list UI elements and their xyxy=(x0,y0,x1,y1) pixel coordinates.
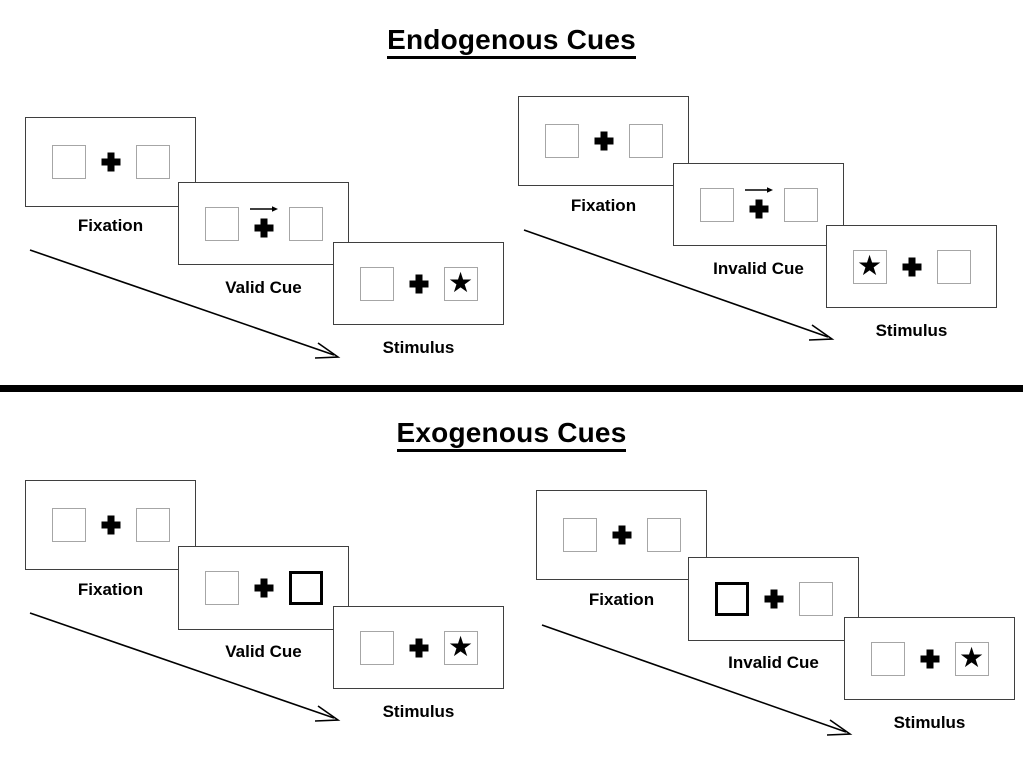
panel-exogenous-valid-fixation xyxy=(25,480,196,570)
fixation-cross-icon xyxy=(249,205,278,241)
fixation-cross-icon xyxy=(100,145,122,179)
panel-endogenous-invalid-stimulus: ★ xyxy=(826,225,997,308)
placeholder-box-left xyxy=(562,518,597,552)
caption-endogenous-invalid-fixation: Fixation xyxy=(570,196,637,215)
placeholder-box-left xyxy=(359,630,394,665)
caption-exogenous-invalid-cue: Invalid Cue xyxy=(728,653,819,672)
fixation-cross-icon xyxy=(408,267,430,301)
star-target-icon: ★ xyxy=(856,249,883,281)
placeholder-box-right-target: ★ xyxy=(443,266,478,301)
placeholder-box-right xyxy=(135,508,170,542)
placeholder-box-right xyxy=(783,187,818,222)
panel-exogenous-valid-cue xyxy=(178,546,349,630)
placeholder-box-right xyxy=(628,124,663,158)
placeholder-box-right xyxy=(288,206,323,241)
fixation-cross-icon xyxy=(919,642,941,676)
star-target-icon: ★ xyxy=(958,641,985,673)
panel-endogenous-invalid-cue xyxy=(673,163,844,246)
placeholder-box-right xyxy=(936,249,971,284)
caption-endogenous-valid-cue: Valid Cue xyxy=(225,278,302,297)
fixation-cross-icon xyxy=(611,518,633,552)
fixation-cross-icon xyxy=(253,571,275,605)
fixation-cross-icon xyxy=(593,124,615,158)
placeholder-box-left-target: ★ xyxy=(852,249,887,284)
arrow-right-cue-icon xyxy=(744,186,773,193)
caption-endogenous-valid-fixation: Fixation xyxy=(77,216,144,235)
placeholder-box-left xyxy=(359,266,394,301)
panel-exogenous-valid-stimulus: ★ xyxy=(333,606,504,689)
placeholder-box-right-target: ★ xyxy=(954,641,989,676)
fixation-cross-icon xyxy=(744,186,773,222)
caption-exogenous-valid-fixation: Fixation xyxy=(77,580,144,599)
caption-endogenous-invalid-stimulus: Stimulus xyxy=(875,321,948,340)
panel-endogenous-valid-stimulus: ★ xyxy=(333,242,504,325)
section-divider xyxy=(0,385,1023,392)
placeholder-box-left xyxy=(204,206,239,241)
panel-exogenous-invalid-stimulus: ★ xyxy=(844,617,1015,700)
placeholder-box-right-target: ★ xyxy=(443,630,478,665)
placeholder-box-left xyxy=(51,145,86,179)
section-title-endogenous: Endogenous Cues xyxy=(0,24,1023,59)
caption-exogenous-invalid-fixation: Fixation xyxy=(588,590,655,609)
placeholder-box-left xyxy=(544,124,579,158)
caption-exogenous-valid-stimulus: Stimulus xyxy=(382,702,455,721)
panel-endogenous-invalid-fixation xyxy=(518,96,689,186)
exogenous-cue-box-right xyxy=(288,571,323,605)
section-title-exogenous: Exogenous Cues xyxy=(0,417,1023,452)
star-target-icon: ★ xyxy=(447,630,474,662)
fixation-cross-icon xyxy=(100,508,122,542)
placeholder-box-right xyxy=(135,145,170,179)
panel-endogenous-valid-fixation xyxy=(25,117,196,207)
placeholder-box-right xyxy=(798,582,833,616)
panel-endogenous-valid-cue xyxy=(178,182,349,265)
placeholder-box-left xyxy=(204,571,239,605)
fixation-cross-icon xyxy=(901,250,923,284)
section-title-endogenous-text: Endogenous Cues xyxy=(387,24,636,59)
placeholder-box-left xyxy=(51,508,86,542)
caption-exogenous-invalid-stimulus: Stimulus xyxy=(893,713,966,732)
section-title-exogenous-text: Exogenous Cues xyxy=(396,417,627,452)
exogenous-cue-box-left xyxy=(714,582,749,616)
caption-exogenous-valid-cue: Valid Cue xyxy=(225,642,302,661)
panel-exogenous-invalid-cue xyxy=(688,557,859,641)
panel-exogenous-invalid-fixation xyxy=(536,490,707,580)
arrow-right-cue-icon xyxy=(249,205,278,212)
fixation-cross-icon xyxy=(408,631,430,665)
placeholder-box-left xyxy=(870,641,905,676)
caption-endogenous-valid-stimulus: Stimulus xyxy=(382,338,455,357)
placeholder-box-left xyxy=(699,187,734,222)
star-target-icon: ★ xyxy=(447,266,474,298)
fixation-cross-icon xyxy=(763,582,785,616)
caption-endogenous-invalid-cue: Invalid Cue xyxy=(713,259,804,278)
placeholder-box-right xyxy=(646,518,681,552)
